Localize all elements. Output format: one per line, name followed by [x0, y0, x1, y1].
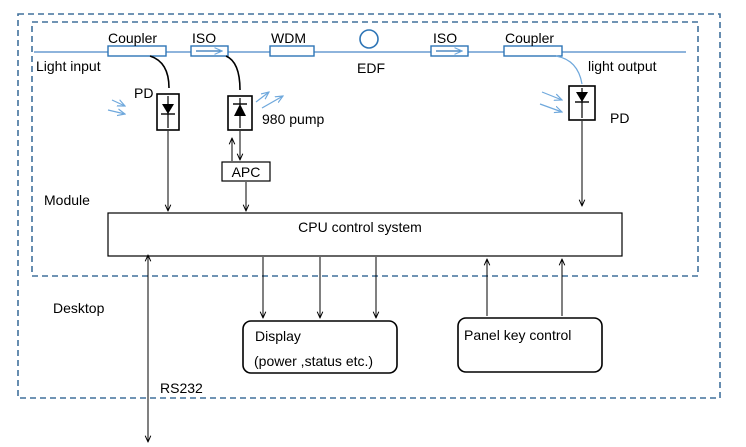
- cpu-label: CPU control system: [298, 219, 422, 235]
- coupler-out-box: [503, 45, 563, 57]
- pd-out-label: PD: [610, 110, 629, 126]
- apc-box: [221, 161, 271, 182]
- cpu-box: [107, 212, 623, 257]
- pd-out-icon: [568, 85, 596, 121]
- display-sublabel: (power ,status etc.): [254, 353, 373, 369]
- desktop-label: Desktop: [53, 300, 105, 316]
- tap-fiber-in: [149, 55, 170, 89]
- panel-label: Panel key control: [464, 327, 571, 343]
- desktop-container: [17, 13, 721, 399]
- coupler-out-label: Coupler: [505, 30, 554, 46]
- pump-label: 980 pump: [262, 111, 324, 127]
- wdm-box: [269, 45, 315, 57]
- module-label: Module: [44, 192, 90, 208]
- pd-in-light-arrows: [107, 100, 125, 114]
- edf-label: EDF: [357, 60, 385, 76]
- pump-laser-icon: [227, 95, 253, 131]
- pump-fiber: [225, 55, 241, 91]
- display-box: [242, 320, 398, 374]
- light-output-label: light output: [588, 58, 657, 74]
- coupler-in-box: [107, 45, 167, 57]
- pd-in-icon: [156, 93, 180, 131]
- apc-label: APC: [232, 164, 261, 180]
- pd-in-label: PD: [134, 85, 153, 101]
- edf-coil: [359, 29, 379, 49]
- rs232-label: RS232: [160, 380, 203, 396]
- tap-fiber-out: [555, 55, 583, 85]
- wdm-label: WDM: [271, 30, 306, 46]
- light-input-label: Light input: [36, 58, 101, 74]
- panel-box: [457, 317, 603, 373]
- display-label: Display: [255, 328, 301, 344]
- module-container: [31, 21, 699, 277]
- pump-emission-arrows: [255, 92, 283, 109]
- iso-in-label: ISO: [192, 30, 216, 46]
- pd-out-light-arrows: [539, 91, 562, 112]
- coupler-in-label: Coupler: [108, 30, 157, 46]
- iso-out-label: ISO: [433, 30, 457, 46]
